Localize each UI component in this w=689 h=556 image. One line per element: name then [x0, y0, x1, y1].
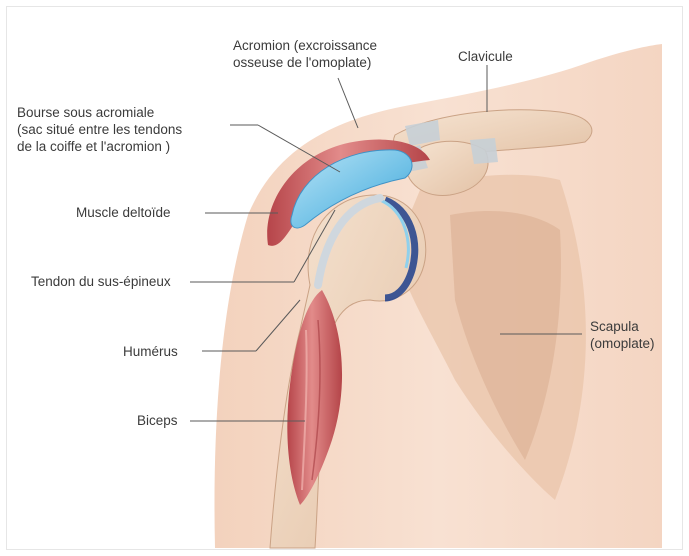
label-clavicule: Clavicule — [458, 48, 513, 65]
label-scapula-line2: (omoplate) — [590, 335, 655, 352]
label-acromion-line1: Acromion (excroissance — [233, 37, 377, 54]
label-acromion: Acromion (excroissance osseuse de l'omop… — [233, 37, 377, 71]
label-deltoide: Muscle deltoïde — [76, 204, 171, 221]
label-biceps: Biceps — [137, 412, 178, 429]
label-bourse-line2: (sac situé entre les tendons — [17, 121, 182, 138]
label-bourse-line1: Bourse sous acromiale — [17, 104, 182, 121]
label-bourse-line3: de la coiffe et l'acromion ) — [17, 138, 182, 155]
label-tendon: Tendon du sus-épineux — [31, 273, 171, 290]
label-bourse: Bourse sous acromiale (sac situé entre l… — [17, 104, 182, 155]
label-humerus: Humérus — [123, 343, 178, 360]
label-scapula-line1: Scapula — [590, 318, 655, 335]
label-acromion-line2: osseuse de l'omoplate) — [233, 54, 377, 71]
label-scapula: Scapula (omoplate) — [590, 318, 655, 352]
